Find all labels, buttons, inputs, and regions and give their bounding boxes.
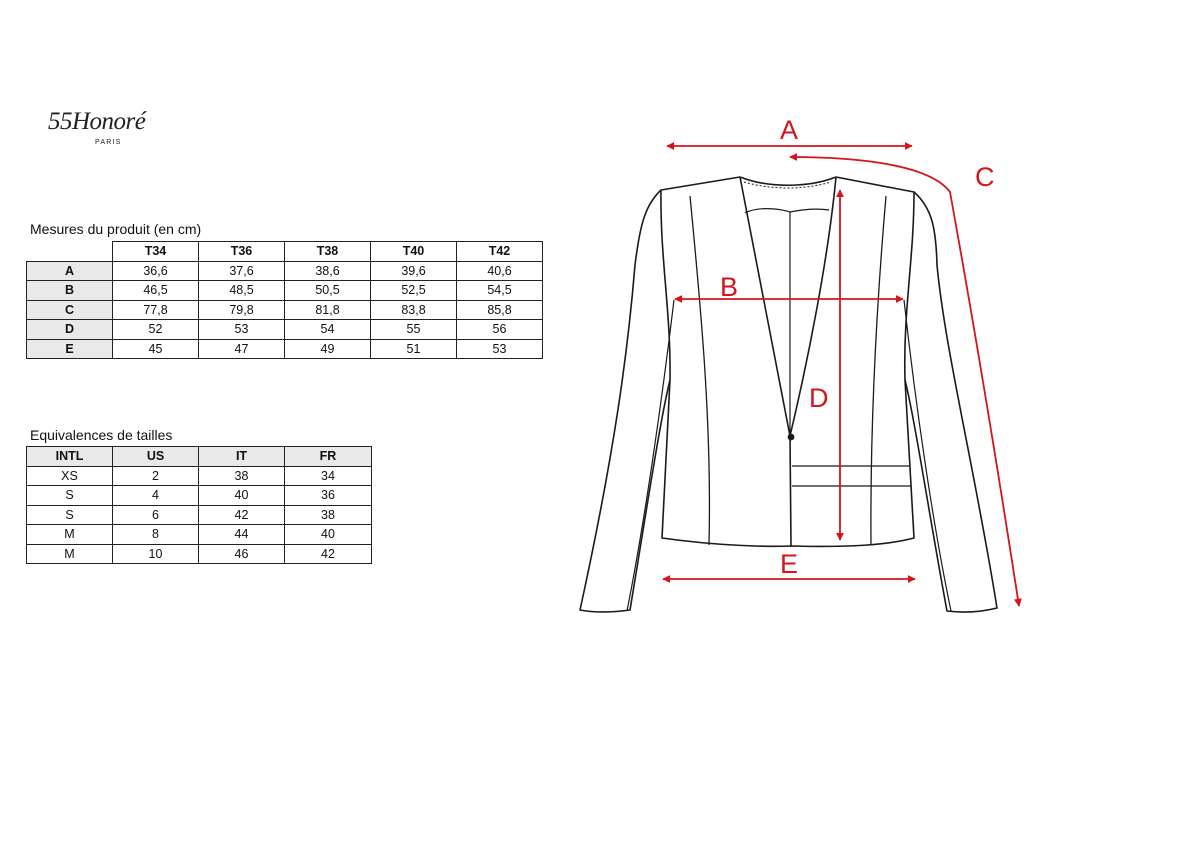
equivalence-cell: 42	[198, 504, 285, 525]
equivalences-table: INTL US IT FR XS 2 38 34 S 4 40 36 S 6 4…	[26, 446, 372, 564]
brand-logo-city: PARIS	[95, 139, 122, 146]
measure-value: 49	[284, 338, 371, 359]
measure-value: 51	[370, 338, 457, 359]
arrow-c	[789, 153, 1022, 607]
equivalence-column-header: FR	[284, 446, 372, 467]
table-row: D 52 53 54 55 56	[26, 319, 543, 340]
brand-logo-name: 55Honoré	[48, 108, 146, 135]
label-d: D	[809, 383, 829, 413]
equivalences-caption: Equivalences de tailles	[30, 427, 173, 443]
table-row: C 77,8 79,8 81,8 83,8 85,8	[26, 299, 543, 320]
measure-value: 77,8	[112, 299, 199, 320]
measure-label: A	[26, 260, 113, 281]
equivalence-cell: 42	[284, 543, 372, 564]
measure-value: 53	[456, 338, 543, 359]
equivalence-column-header: INTL	[26, 446, 113, 467]
table-row: E 45 47 49 51 53	[26, 338, 543, 359]
table-row: XS 2 38 34	[26, 465, 372, 486]
measurements-caption: Mesures du produit (en cm)	[30, 221, 202, 237]
measure-value: 48,5	[198, 280, 285, 301]
size-column-header: T34	[112, 241, 199, 262]
measure-arrows	[662, 142, 1022, 607]
measure-value: 50,5	[284, 280, 371, 301]
label-b: B	[720, 272, 738, 302]
equivalence-cell: M	[26, 543, 113, 564]
measure-label: C	[26, 299, 113, 320]
label-a: A	[780, 115, 798, 145]
equivalence-cell: 34	[284, 465, 372, 486]
brand-logo: 55Honoré PARIS	[36, 98, 174, 160]
equivalence-column-header: IT	[198, 446, 285, 467]
measure-label: B	[26, 280, 113, 301]
jacket-outline	[579, 176, 998, 613]
measurements-table: T34 T36 T38 T40 T42 A 36,6 37,6 38,6 39,…	[26, 241, 543, 359]
measurements-header-row: T34 T36 T38 T40 T42	[26, 241, 543, 262]
equivalences-header-row: INTL US IT FR	[26, 446, 372, 467]
table-row: S 6 42 38	[26, 504, 372, 525]
label-c: C	[975, 162, 995, 192]
measure-label: E	[26, 338, 113, 359]
measure-value: 40,6	[456, 260, 543, 281]
measure-value: 55	[370, 319, 457, 340]
table-row: M 8 44 40	[26, 524, 372, 545]
measure-value: 52,5	[370, 280, 457, 301]
label-e: E	[780, 549, 798, 579]
equivalence-column-header: US	[112, 446, 199, 467]
table-row: M 10 46 42	[26, 543, 372, 564]
measure-value: 53	[198, 319, 285, 340]
measure-label: D	[26, 319, 113, 340]
equivalence-cell: 46	[198, 543, 285, 564]
table-row: S 4 40 36	[26, 485, 372, 506]
equivalence-cell: 40	[198, 485, 285, 506]
